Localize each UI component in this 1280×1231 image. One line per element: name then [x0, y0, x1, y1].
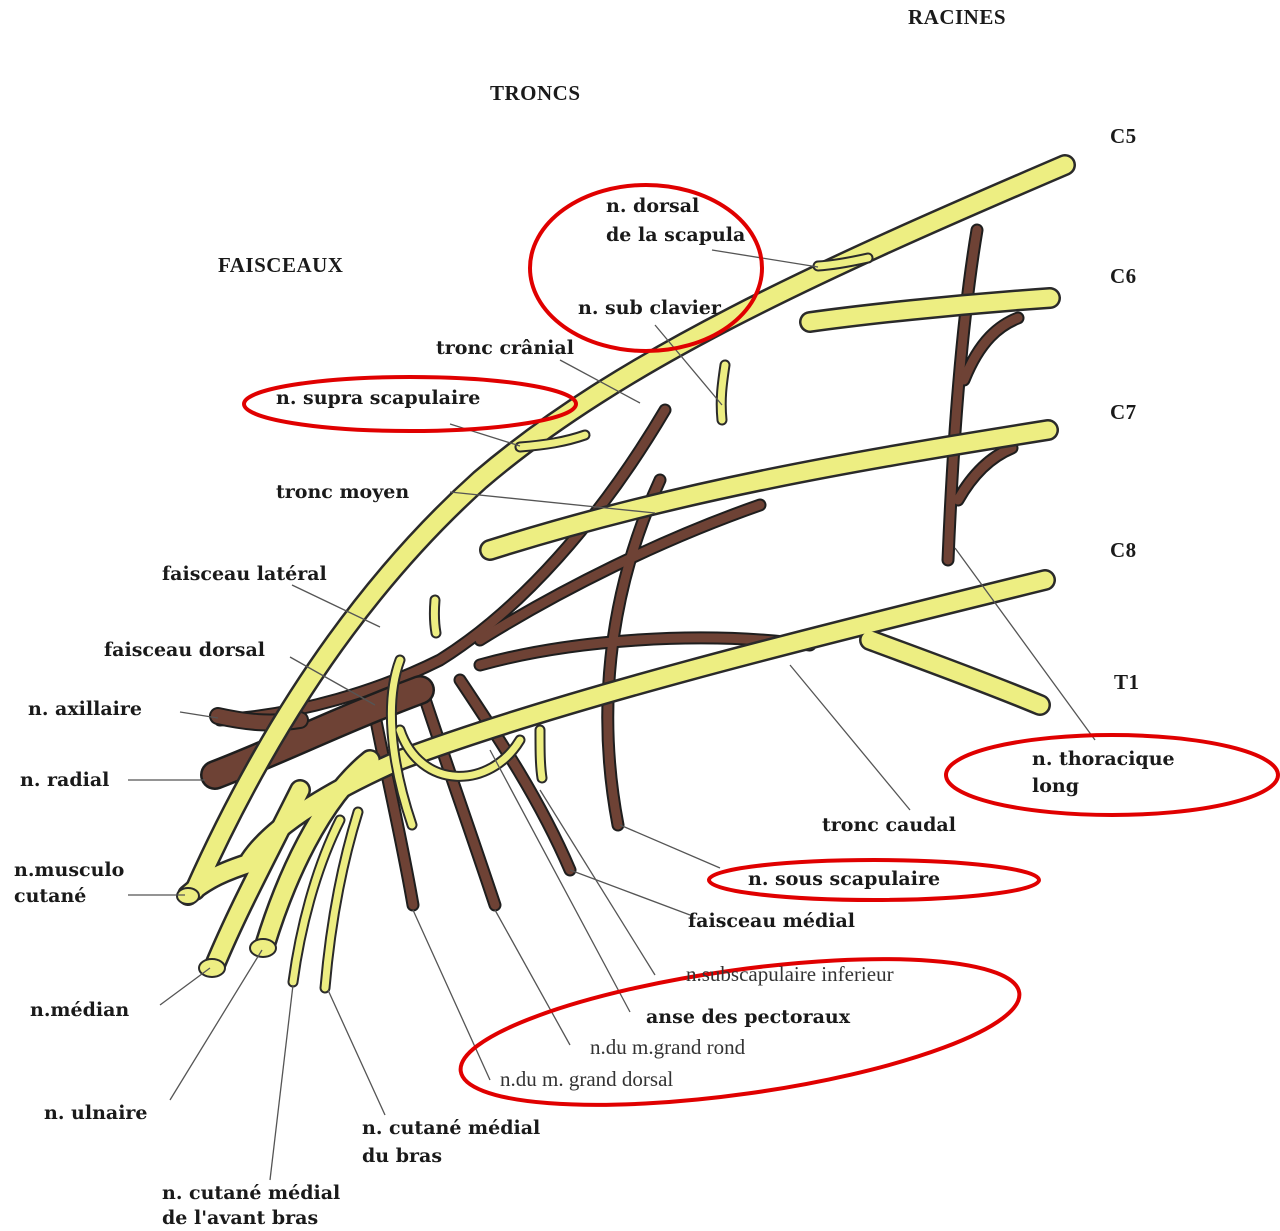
- label-thoracique-2: long: [1032, 773, 1079, 799]
- root-c8: C8: [1110, 537, 1137, 563]
- label-supra-scapulaire: n. supra scapulaire: [276, 385, 480, 411]
- label-sub-clavier: n. sub clavier: [578, 295, 721, 321]
- label-musculo-2: cutané: [14, 883, 86, 909]
- label-tronc-moyen: tronc moyen: [276, 479, 409, 505]
- root-t1: T1: [1114, 669, 1140, 695]
- label-anse-pectoraux: anse des pectoraux: [646, 1004, 850, 1030]
- label-tronc-cranial: tronc crânial: [436, 335, 574, 361]
- label-thoracique-1: n. thoracique: [1032, 746, 1175, 772]
- label-cut-bras-2: du bras: [362, 1143, 442, 1169]
- label-faisceau-lateral: faisceau latéral: [162, 561, 327, 587]
- heading-troncs: TRONCS: [490, 80, 581, 106]
- label-cut-avant-2: de l'avant bras: [162, 1205, 318, 1231]
- label-subscap-inf: n.subscapulaire inferieur: [686, 961, 894, 987]
- label-dorsal-scapula-2: de la scapula: [606, 222, 745, 248]
- label-sous-scapulaire: n. sous scapulaire: [748, 866, 940, 892]
- label-dorsal-scapula-1: n. dorsal: [606, 193, 699, 219]
- heading-faisceaux: FAISCEAUX: [218, 252, 343, 278]
- label-grand-dorsal: n.du m. grand dorsal: [500, 1066, 673, 1092]
- label-cut-avant-1: n. cutané médial: [162, 1180, 340, 1206]
- heading-racines: RACINES: [908, 4, 1006, 30]
- label-cut-bras-1: n. cutané médial: [362, 1115, 540, 1141]
- label-radial: n. radial: [20, 767, 109, 793]
- label-axillaire: n. axillaire: [28, 696, 142, 722]
- root-c5: C5: [1110, 123, 1137, 149]
- label-ulnaire: n. ulnaire: [44, 1100, 148, 1126]
- label-musculo-1: n.musculo: [14, 857, 124, 883]
- label-tronc-caudal: tronc caudal: [822, 812, 956, 838]
- label-grand-rond: n.du m.grand rond: [590, 1034, 745, 1060]
- label-median: n.médian: [30, 997, 129, 1023]
- root-c7: C7: [1110, 399, 1137, 425]
- root-c6: C6: [1110, 263, 1137, 289]
- label-faisceau-medial: faisceau médial: [688, 908, 855, 934]
- label-faisceau-dorsal: faisceau dorsal: [104, 637, 265, 663]
